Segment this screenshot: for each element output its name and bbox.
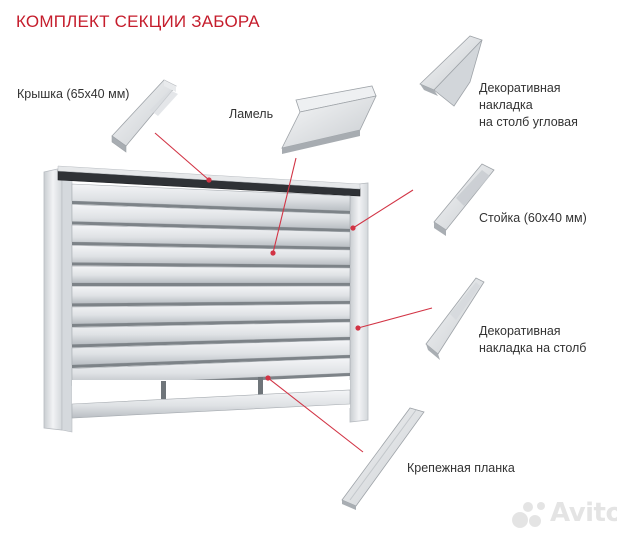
- dot-lamel: [270, 250, 276, 256]
- lamel-slat-shadow: [72, 242, 350, 250]
- dot-corner: [350, 225, 356, 231]
- lamel-slat-shadow: [72, 262, 350, 268]
- label-post: Стойка (60х40 мм): [479, 211, 587, 225]
- bracket-1: [161, 381, 166, 399]
- page-title: КОМПЛЕКТ СЕКЦИИ ЗАБОРА: [16, 12, 260, 31]
- corner-overlay-part: [419, 35, 483, 107]
- overlay-part: [425, 277, 485, 360]
- lamel-slat-shadow: [72, 201, 350, 214]
- leader-cover: [154, 132, 210, 181]
- post-part: [433, 163, 495, 236]
- right-post: [349, 182, 369, 423]
- label-mounting-strip: Крепежная планка: [407, 461, 515, 475]
- leader-lines: [154, 132, 433, 453]
- label-overlay: Декоративная накладка на столб: [479, 323, 586, 357]
- dot-post: [355, 325, 361, 331]
- label-corner-overlay-line1: Декоративная: [479, 81, 561, 95]
- left-post: [43, 167, 63, 431]
- dot-strip: [265, 375, 271, 381]
- leader-corner: [352, 189, 414, 229]
- lamel-part: [281, 85, 377, 154]
- label-corner-overlay-line3: на столб угловая: [479, 115, 578, 129]
- label-overlay-line2: накладка на столб: [479, 341, 587, 355]
- leader-post: [357, 307, 433, 329]
- lamel-slat-shadow: [72, 283, 350, 286]
- lamel-slat-shadow: [72, 301, 350, 307]
- watermark-text: Avito: [550, 498, 617, 528]
- leader-lamel: [272, 157, 297, 254]
- lamel-slat-shadow: [72, 355, 350, 368]
- avito-watermark: Avito: [510, 497, 617, 533]
- fence-section: [43, 165, 369, 433]
- avito-logo-icon: [512, 502, 545, 528]
- label-overlay-line1: Декоративная: [479, 324, 561, 338]
- label-cover: Крышка (65х40 мм): [17, 87, 130, 101]
- cover-part: [111, 79, 178, 153]
- mounting-strip-part: [341, 407, 425, 510]
- dot-cover: [206, 177, 212, 183]
- label-lamel: Ламель: [229, 107, 274, 121]
- lamel-slat: [71, 285, 351, 304]
- lamel-slats: [71, 183, 351, 389]
- lamel-slat-shadow: [72, 337, 350, 348]
- bracket-2: [258, 377, 263, 395]
- label-corner-overlay-line2: накладка: [479, 98, 533, 112]
- lamel-slat-shadow: [72, 319, 350, 327]
- label-corner-overlay: Декоративная накладка на столб угловая: [479, 80, 578, 131]
- left-post-face: [61, 167, 73, 433]
- mounting-bottom-bar: [71, 389, 351, 419]
- lamel-slat: [71, 265, 351, 284]
- leader-strip: [267, 377, 364, 453]
- leader-dots: [206, 177, 361, 381]
- lamel-slat-shadow: [72, 221, 350, 232]
